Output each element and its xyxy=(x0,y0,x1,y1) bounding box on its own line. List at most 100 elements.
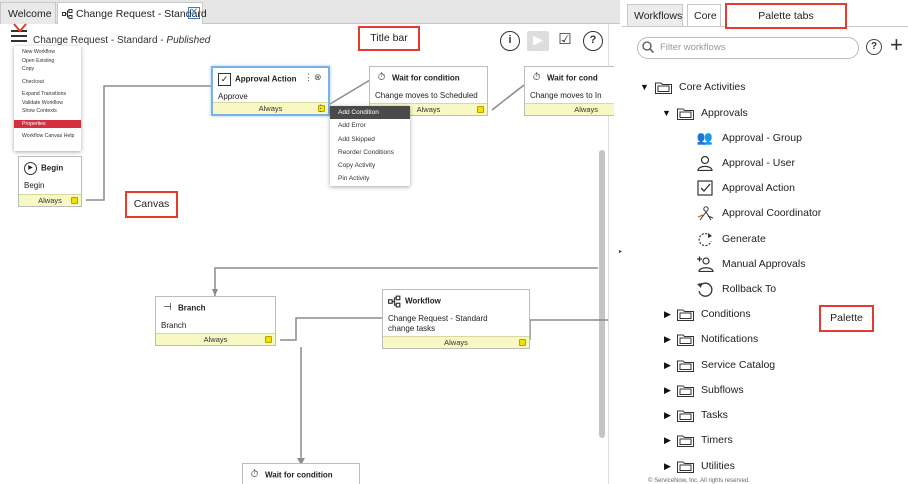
workflow-title: Change Request - Standard - Published xyxy=(33,35,211,46)
condition-always[interactable]: Always xyxy=(19,194,81,206)
checkout-button[interactable]: ☑ xyxy=(558,31,572,48)
palette-item-approval-coordinator[interactable]: Approval Coordinator xyxy=(696,204,836,222)
activity-wait-for-condition-3[interactable]: ⏱Wait for condition xyxy=(242,463,360,484)
menu-item-copy-activity[interactable]: Copy Activity xyxy=(338,162,376,170)
tree-item-tasks[interactable]: ▶ Tasks xyxy=(662,406,782,424)
close-tab-icon[interactable]: ✕ xyxy=(188,7,200,19)
activity-begin[interactable]: ▶Begin Begin Always xyxy=(18,156,82,207)
collapsed-triangle-icon[interactable]: ▶ xyxy=(664,360,671,370)
condition-port[interactable] xyxy=(318,105,325,112)
copyright-text: © ServiceNow, Inc. All rights reserved. xyxy=(648,478,750,484)
collapsed-triangle-icon[interactable]: ▶ xyxy=(664,435,671,445)
canvas-scrollbar[interactable] xyxy=(599,150,605,438)
tab-change-request-label: Change Request - Standard xyxy=(76,8,207,20)
menu-item-new-workflow[interactable]: New Workflow xyxy=(22,49,56,55)
tree-item-utilities[interactable]: ▶ Utilities xyxy=(662,457,782,475)
filter-workflows-input[interactable]: Filter workflows xyxy=(637,37,859,59)
tree-item-conditions[interactable]: ▶ Conditions xyxy=(662,305,782,323)
palette-item-approval-user[interactable]: Approval - User xyxy=(696,154,816,172)
panel-divider[interactable] xyxy=(608,24,622,484)
menu-item-checkout[interactable]: Checkout xyxy=(22,78,44,85)
menu-item-reorder-conditions[interactable]: Reorder Conditions xyxy=(338,148,395,156)
activity-wait-for-condition-2[interactable]: ⏱Wait for cond Change moves to In Always xyxy=(524,66,614,116)
expanded-triangle-icon[interactable]: ▼ xyxy=(662,108,671,118)
run-button[interactable]: ▶ xyxy=(527,31,549,51)
condition-always[interactable]: Always xyxy=(383,336,529,348)
menu-item-canvas-help[interactable]: Workflow Canvas Help xyxy=(22,133,75,139)
callout-canvas: Canvas xyxy=(125,191,178,218)
condition-kebab-icon[interactable]: ⋮ xyxy=(316,103,325,113)
tab-welcome[interactable]: Welcome xyxy=(0,2,56,24)
menu-item-pin-activity[interactable]: Pin Activity xyxy=(338,175,370,183)
info-button[interactable]: i xyxy=(500,31,520,51)
tree-item-subflows[interactable]: ▶ Subflows xyxy=(662,381,782,399)
palette-item-rollback-to[interactable]: Rollback To xyxy=(696,280,816,298)
tab-core[interactable]: Core xyxy=(687,4,721,26)
callout-palette: Palette xyxy=(819,305,874,332)
folder-icon xyxy=(677,461,694,473)
menu-item-add-skipped[interactable]: Add Skipped xyxy=(338,135,375,143)
coordinator-icon xyxy=(697,206,714,221)
tree-item-timers[interactable]: ▶ Timers xyxy=(662,431,782,449)
add-activity-icon[interactable]: + xyxy=(890,32,903,57)
callout-title-bar: Title bar xyxy=(358,26,420,51)
condition-port[interactable] xyxy=(477,106,484,113)
rollback-icon xyxy=(697,282,713,297)
folder-icon xyxy=(677,108,694,120)
folder-icon xyxy=(677,385,694,397)
collapse-arrow-icon[interactable]: ▸ xyxy=(619,249,623,255)
condition-port[interactable] xyxy=(71,197,78,204)
folder-icon xyxy=(655,82,672,94)
timer-icon: ⏱ xyxy=(250,469,259,480)
collapsed-triangle-icon[interactable]: ▶ xyxy=(664,385,671,395)
condition-always[interactable]: Always xyxy=(156,333,275,345)
folder-icon xyxy=(677,435,694,447)
palette-item-generate[interactable]: Generate xyxy=(696,230,816,248)
play-circle-icon: ▶ xyxy=(24,162,37,175)
palette-item-approval-group[interactable]: 👥 Approval - Group xyxy=(696,130,802,145)
palette-item-manual-approvals[interactable]: Manual Approvals xyxy=(696,255,816,273)
folder-icon xyxy=(677,360,694,372)
workflow-name: Change Request - Standard xyxy=(33,35,158,46)
collapsed-triangle-icon[interactable]: ▶ xyxy=(664,309,671,319)
kebab-menu-icon[interactable]: ⋮ xyxy=(304,72,313,82)
condition-always[interactable]: Always xyxy=(525,103,614,115)
menu-item-expand-transitions[interactable]: Expand Transitions xyxy=(22,91,67,97)
collapsed-triangle-icon[interactable]: ▶ xyxy=(664,461,671,471)
menu-item-add-error[interactable]: Add Error xyxy=(338,122,366,130)
tree-item-approvals[interactable]: ▼ Approvals xyxy=(662,104,762,122)
branch-icon: ⊣ xyxy=(163,302,172,313)
collapsed-triangle-icon[interactable]: ▶ xyxy=(664,410,671,420)
workflow-actions-menu: New Workflow Open Existing Copy Checkout… xyxy=(14,46,81,151)
menu-item-properties[interactable]: Properties xyxy=(14,119,81,128)
activity-branch[interactable]: ⊣Branch Branch Always xyxy=(155,296,276,346)
folder-icon xyxy=(677,334,694,346)
menu-item-open-existing[interactable]: Open Existing xyxy=(22,57,55,64)
help-button[interactable]: ? xyxy=(583,31,603,51)
tree-item-service-catalog[interactable]: ▶ Service Catalog xyxy=(662,356,792,374)
menu-item-show-contexts[interactable]: Show Contexts xyxy=(22,108,57,114)
callout-palette-tabs: Palette tabs xyxy=(725,3,847,29)
tree-item-notifications[interactable]: ▶ Notifications xyxy=(662,330,782,348)
checkbox-icon: ✓ xyxy=(218,73,231,86)
folder-icon xyxy=(677,410,694,422)
tree-item-core-activities[interactable]: ▼ Core Activities xyxy=(640,78,760,96)
menu-item-validate-workflow[interactable]: Validate Workflow xyxy=(22,99,64,106)
condition-port[interactable] xyxy=(265,336,272,343)
palette-item-approval-action[interactable]: Approval Action xyxy=(696,179,816,197)
tab-change-request[interactable]: Change Request - Standard ✕ xyxy=(57,2,207,24)
collapsed-triangle-icon[interactable]: ▶ xyxy=(664,334,671,344)
tab-workflows[interactable]: Workflows xyxy=(627,4,683,26)
checkbox-icon xyxy=(697,180,713,196)
transition-lines xyxy=(86,79,608,465)
remove-activity-icon[interactable]: ⊗ xyxy=(314,72,322,82)
condition-port[interactable] xyxy=(519,339,526,346)
menu-item-copy[interactable]: Copy xyxy=(22,66,35,72)
menu-item-add-condition[interactable]: Add Condition xyxy=(330,106,410,120)
activity-approval-action[interactable]: ✓Approval Action ⋮ ⊗ Approve Always xyxy=(211,66,330,116)
condition-always[interactable]: Always xyxy=(213,102,328,114)
workflow-icon xyxy=(388,295,401,308)
palette-help-icon[interactable]: ? xyxy=(866,39,882,55)
expanded-triangle-icon[interactable]: ▼ xyxy=(640,82,649,92)
